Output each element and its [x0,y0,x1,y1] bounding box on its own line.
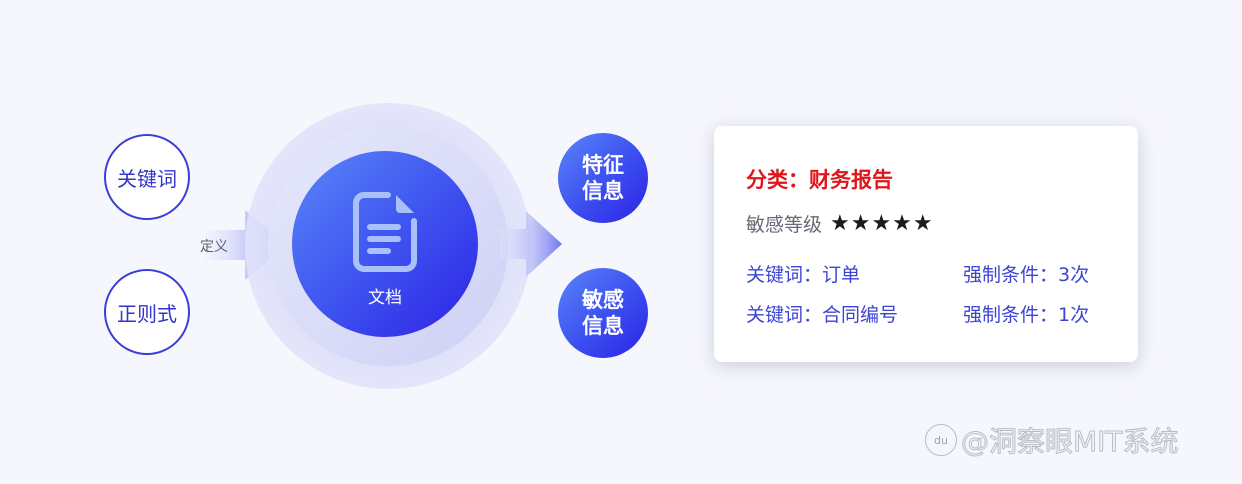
regex-label: 正则式 [117,301,177,326]
sensitive-info-line2: 信息 [582,314,624,338]
classification-card: 分类：财务报告 敏感等级 ★★★★★ 关键词：订单 强制条件：3次 关键词：合同… [714,126,1138,362]
document-icon [353,192,417,272]
watermark: du @洞察眼MIT系统 [925,420,1179,460]
keyword-label: 关键词 [117,166,177,191]
sensitive-info-line1: 敏感 [582,288,624,312]
sensitivity-level-label: 敏感等级 [746,214,823,236]
feature-info-line1: 特征 [582,153,624,177]
keyword-rule: 关键词：合同编号 [746,304,899,326]
document-label: 文档 [368,288,402,308]
keyword-node: 关键词 [104,134,190,220]
define-label: 定义 [200,239,228,255]
watermark-text: @洞察眼MIT系统 [961,425,1180,459]
arrow-right-icon [500,211,562,277]
classification-title: 分类：财务报告 [746,168,893,192]
condition-rule: 强制条件：1次 [963,304,1090,326]
sensitive-info-node: 敏感 信息 [558,268,648,358]
regex-node: 正则式 [104,269,190,355]
feature-info-line2: 信息 [582,179,624,203]
document-node: 文档 [292,151,478,337]
condition-rule: 强制条件：3次 [963,264,1090,286]
keyword-rule: 关键词：订单 [746,264,861,286]
star-rating-icon: ★★★★★ [830,211,934,236]
baidu-paw-icon: du [925,424,957,456]
feature-info-node: 特征 信息 [558,133,648,223]
sensitivity-level: 敏感等级 ★★★★★ [746,210,934,237]
